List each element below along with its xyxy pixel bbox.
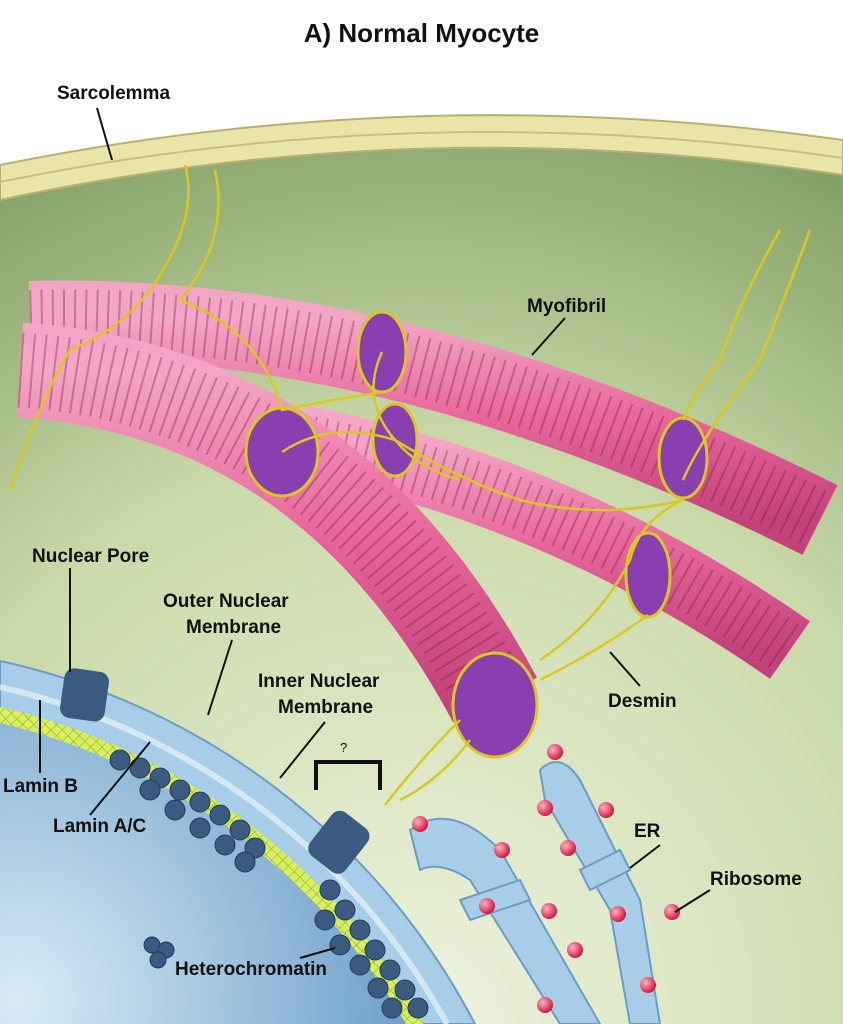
label-outer-nuclear-membrane-1: Outer Nuclear: [163, 591, 289, 612]
label-ribosome: Ribosome: [710, 869, 802, 890]
label-inner-nuclear-membrane-2: Membrane: [278, 697, 374, 718]
myofibril-cap: [451, 651, 539, 759]
label-heterochromatin: Heterochromatin: [175, 959, 328, 980]
label-desmin: Desmin: [608, 691, 677, 712]
label-er: ER: [634, 821, 661, 842]
endoplasmic-reticulum: [408, 761, 662, 1024]
label-outer-nuclear-membrane-2: Membrane: [186, 617, 282, 638]
myofibril-cap: [624, 531, 672, 619]
page-title: A) Normal Myocyte: [303, 18, 540, 48]
nucleoplasm: [0, 723, 406, 1024]
ribosomes: [412, 744, 680, 1013]
label-unknown: ?: [340, 740, 348, 755]
heterochromatin: [109, 749, 429, 1019]
label-lamin-b: Lamin B: [3, 776, 78, 797]
desmin-filaments: [8, 164, 812, 806]
leader-lines: [39, 107, 711, 959]
nuclear-pore: [60, 668, 370, 874]
label-lamin-ac: Lamin A/C: [53, 816, 147, 837]
label-nuclear-pore: Nuclear Pore: [32, 546, 150, 567]
label-inner-nuclear-membrane-1: Inner Nuclear: [258, 671, 380, 692]
myofibril-cap: [657, 416, 709, 500]
bracket: [314, 760, 382, 790]
label-sarcolemma: Sarcolemma: [57, 83, 171, 104]
label-myofibril: Myofibril: [527, 296, 607, 317]
